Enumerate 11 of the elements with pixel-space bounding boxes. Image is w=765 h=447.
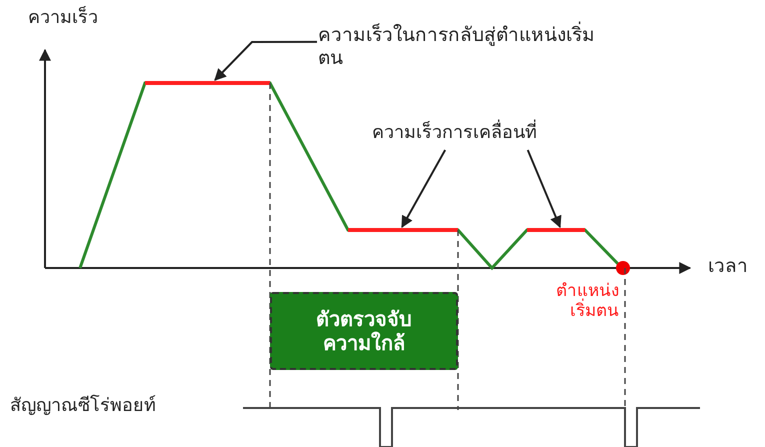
signal-label: สัญญาณซีโร่พอยท์ [10, 396, 157, 417]
leader-arrow [214, 40, 317, 81]
box-label: ตัวตรวจจับความใกล้ [315, 307, 413, 355]
leader-arrow [526, 150, 562, 228]
annotation-text: ความเร็วในการกลับสู่ตำแหน่งเริ่มตน [318, 24, 603, 70]
origin-label: ตำแหน่งเริ่มตน [555, 282, 619, 322]
leader-arrow [401, 150, 446, 228]
axis-title: ความเร็ว [28, 8, 99, 29]
axis-title: เวลา [708, 256, 749, 278]
sensor-box [270, 292, 458, 370]
annotation-text: ความเร็วการเคลื่อนที่ [372, 122, 608, 144]
